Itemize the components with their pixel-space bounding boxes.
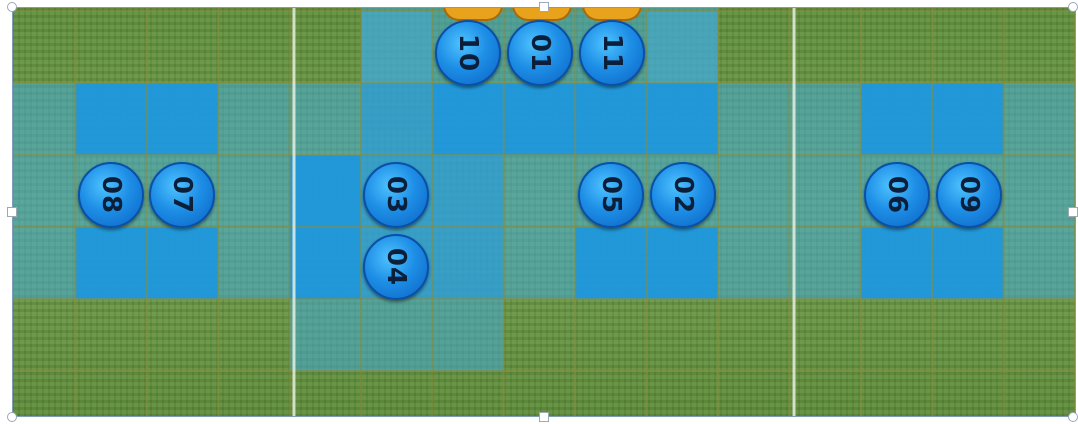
selection-frame bbox=[12, 7, 1076, 417]
resize-handle-bottom-left[interactable] bbox=[7, 412, 17, 422]
resize-handle-bottom-right[interactable] bbox=[1068, 412, 1078, 422]
resize-handle-left[interactable] bbox=[7, 207, 17, 217]
resize-handle-top-left[interactable] bbox=[7, 2, 17, 12]
resize-handle-top[interactable] bbox=[539, 2, 549, 12]
resize-handle-right[interactable] bbox=[1068, 207, 1078, 217]
resize-handle-top-right[interactable] bbox=[1068, 2, 1078, 12]
resize-handle-bottom[interactable] bbox=[539, 412, 549, 422]
